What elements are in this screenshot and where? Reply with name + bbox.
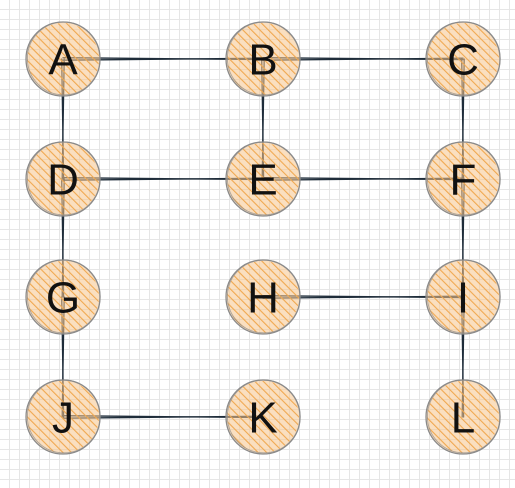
node-hatch xyxy=(227,381,299,453)
node-label-b: B xyxy=(248,36,277,85)
node-hatch xyxy=(427,23,499,95)
node-label-c: C xyxy=(447,36,479,85)
node-h[interactable]: H xyxy=(225,259,301,335)
node-label-l: L xyxy=(451,394,475,443)
node-label-a: A xyxy=(48,36,78,85)
node-d[interactable]: D xyxy=(25,141,101,217)
node-hatch xyxy=(27,381,99,453)
node-outline-sketch xyxy=(26,379,101,454)
node-outline-sketch xyxy=(226,259,301,334)
node-outline-sketch xyxy=(226,21,301,96)
node-outline-sketch xyxy=(26,21,101,96)
node-hatch xyxy=(227,143,299,215)
edges-layer xyxy=(61,57,465,419)
node-label-k: K xyxy=(248,394,277,443)
node-hatch xyxy=(27,143,99,215)
node-b[interactable]: B xyxy=(225,21,301,97)
node-label-f: F xyxy=(450,156,477,205)
node-label-d: D xyxy=(47,156,79,205)
node-g[interactable]: G xyxy=(25,259,101,335)
node-hatch xyxy=(427,381,499,453)
node-outline-sketch xyxy=(26,259,101,334)
node-hatch xyxy=(427,143,499,215)
nodes-layer: A B C D E F G H I J K L xyxy=(25,21,501,455)
node-hatch xyxy=(27,261,99,333)
node-label-e: E xyxy=(248,156,277,205)
node-outline-sketch xyxy=(426,259,501,334)
node-outline-sketch xyxy=(426,141,501,216)
node-outline-sketch xyxy=(226,141,301,216)
node-label-h: H xyxy=(247,274,279,323)
node-hatch xyxy=(427,261,499,333)
node-outline-sketch xyxy=(426,21,501,96)
node-hatch xyxy=(227,261,299,333)
node-j[interactable]: J xyxy=(25,379,101,455)
node-k[interactable]: K xyxy=(225,379,301,455)
node-label-j: J xyxy=(52,394,74,443)
node-outline-sketch xyxy=(26,141,101,216)
node-a[interactable]: A xyxy=(25,21,101,97)
node-e[interactable]: E xyxy=(225,141,301,217)
node-label-i: I xyxy=(457,274,469,323)
node-c[interactable]: C xyxy=(425,21,501,97)
node-i[interactable]: I xyxy=(425,259,501,335)
node-l[interactable]: L xyxy=(425,379,501,455)
node-hatch xyxy=(227,23,299,95)
node-outline-sketch xyxy=(426,379,501,454)
node-f[interactable]: F xyxy=(425,141,501,217)
node-label-g: G xyxy=(46,274,80,323)
node-hatch xyxy=(27,23,99,95)
node-outline-sketch xyxy=(226,379,301,454)
